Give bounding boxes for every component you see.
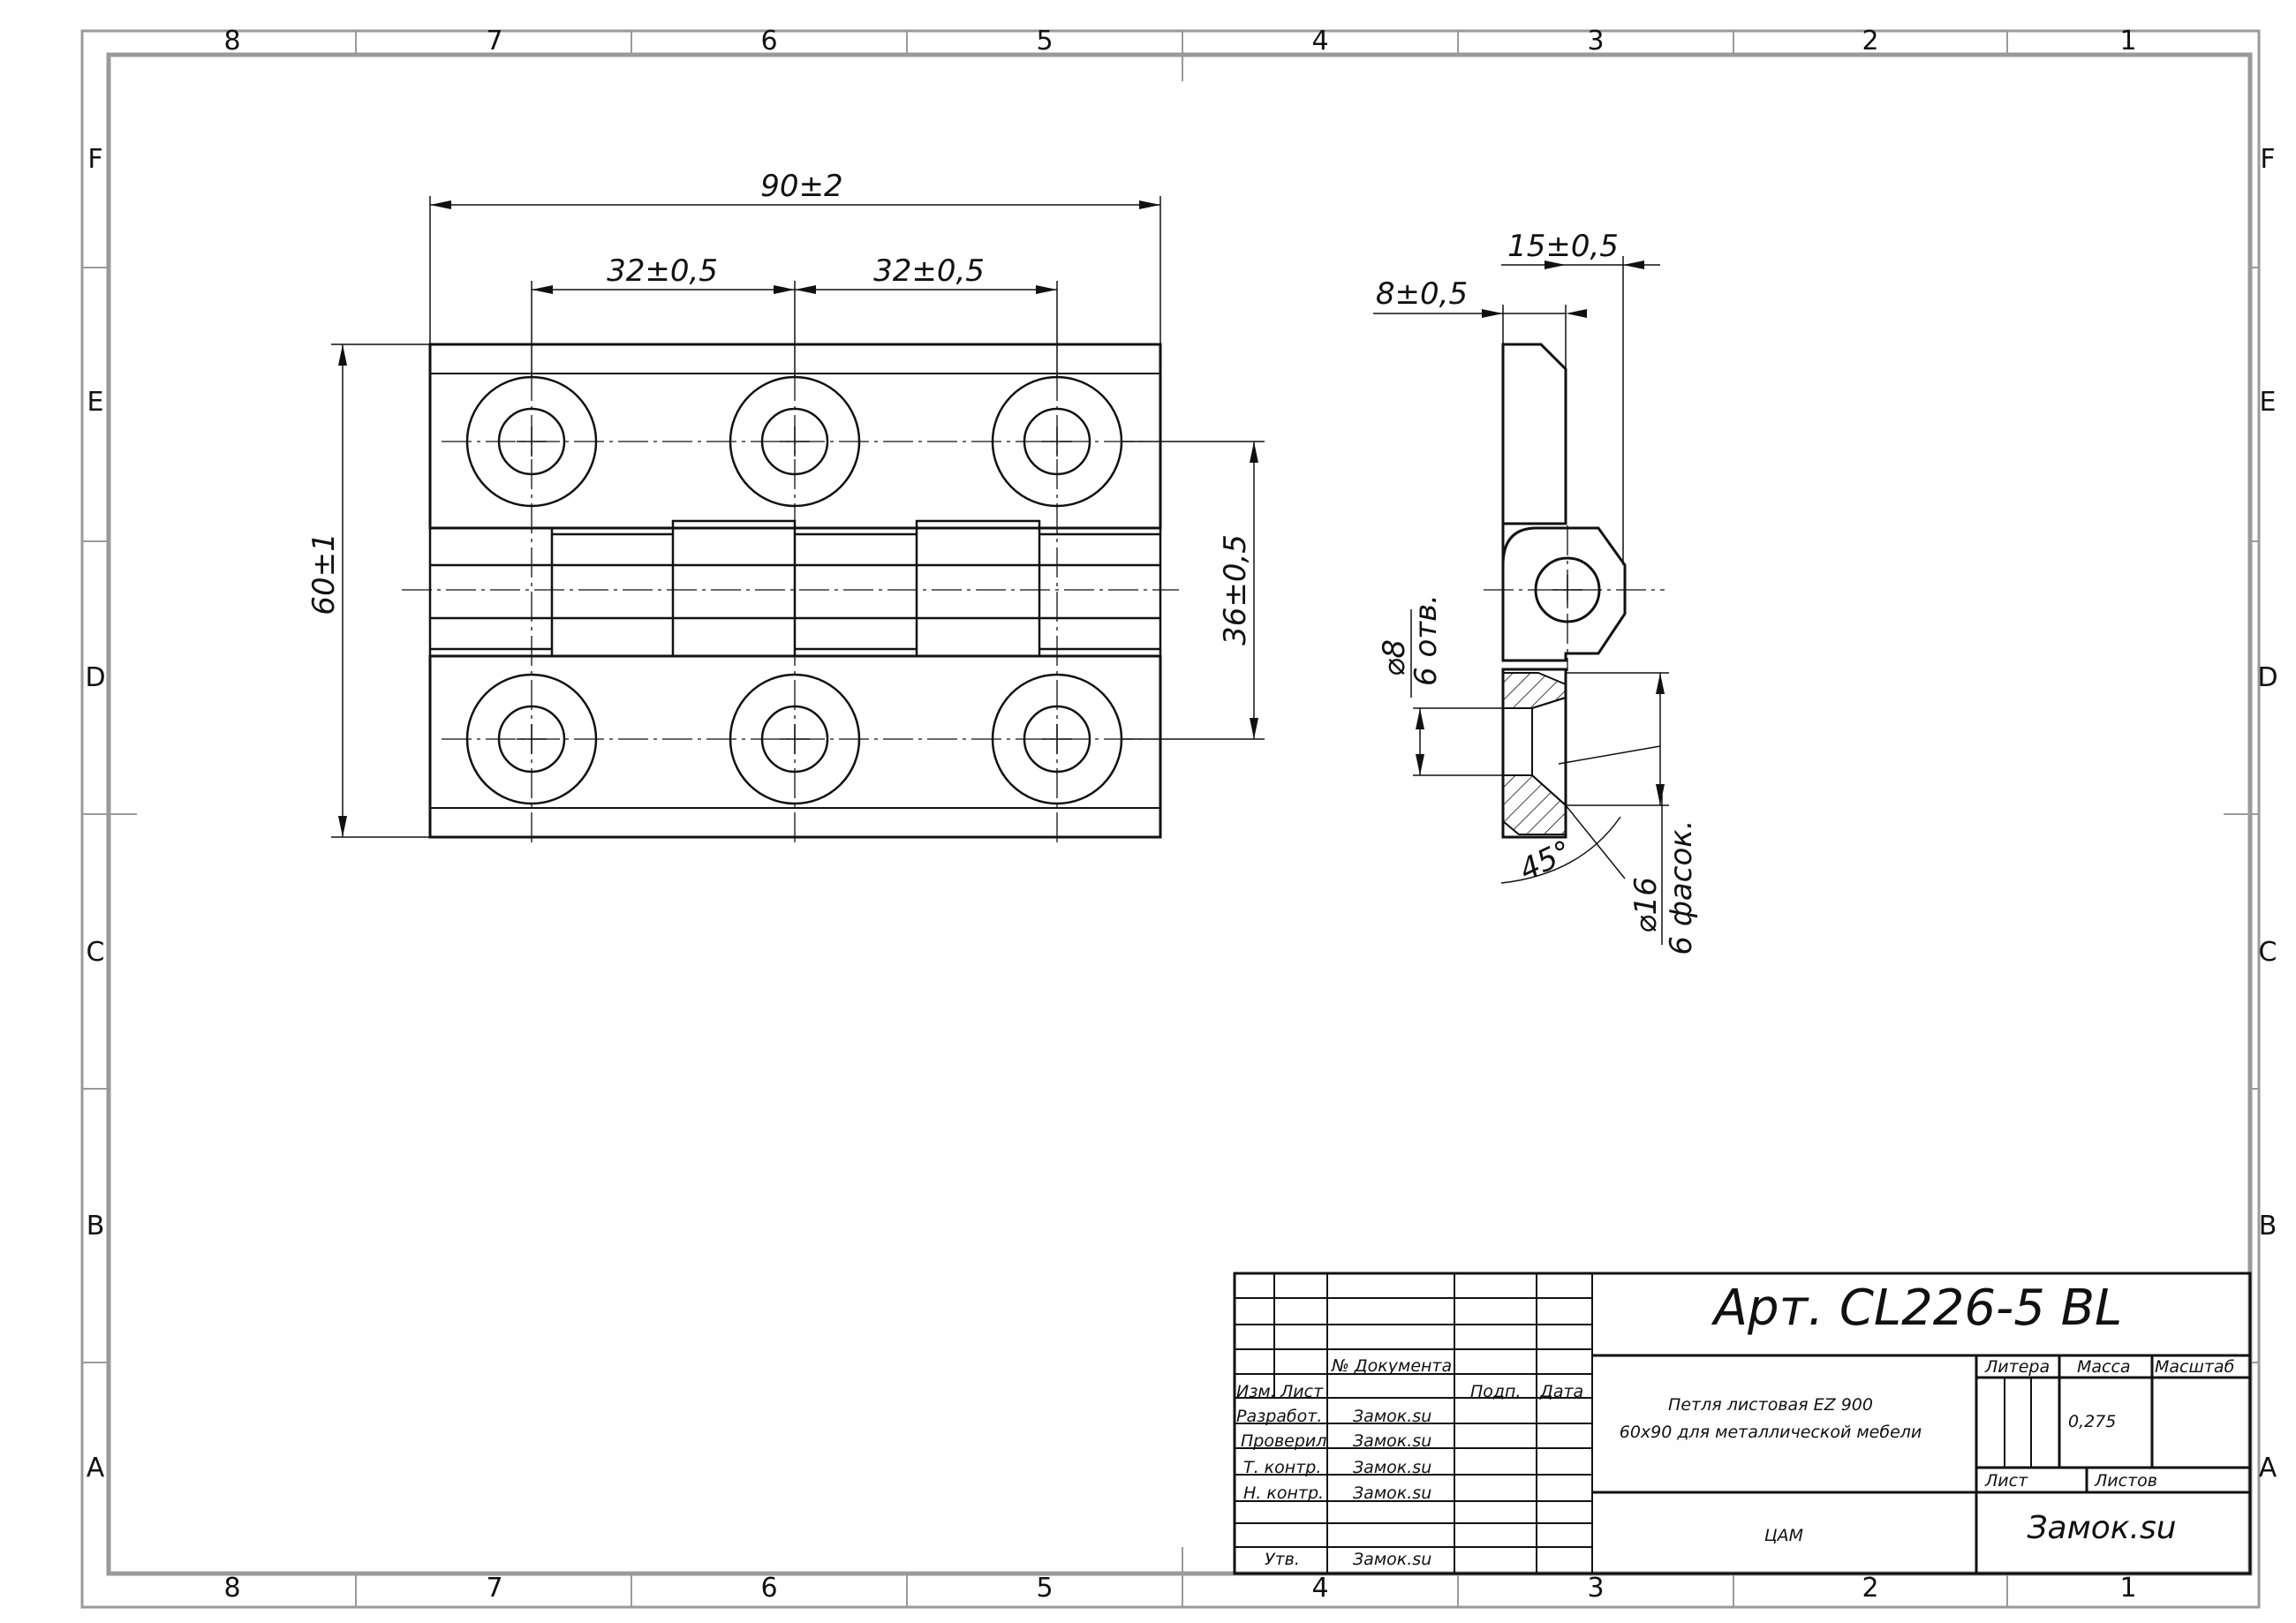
utv-label: Утв. [1265, 1550, 1300, 1569]
massa-header: Масса [2077, 1357, 2131, 1377]
zone-col-bottom-2: 2 [1862, 1573, 1878, 1604]
utv-author: Замок.su [1353, 1550, 1431, 1569]
drawing-frame [80, 29, 2261, 1609]
material: ЦАМ [1764, 1526, 1803, 1545]
mass-value: 0,275 [2068, 1412, 2116, 1431]
dim-hole-diameter: ⌀8 [1377, 639, 1412, 676]
front-view-dimensions: 90±2 32±0,5 32±0,5 60±1 36±0,5 [306, 169, 1265, 838]
zone-col-bottom-5: 5 [1036, 1573, 1053, 1604]
n-kontr-author: Замок.su [1353, 1483, 1431, 1503]
sheet-label: Лист [1984, 1471, 2028, 1491]
zone-row-left-F: F [87, 144, 102, 175]
razrab-author: Замок.su [1353, 1407, 1431, 1426]
doc-number-header: № Документа [1331, 1356, 1452, 1376]
description-line-1: Петля листовая EZ 900 [1668, 1395, 1873, 1415]
zone-row-right-A: A [2259, 1453, 2277, 1483]
zone-row-left-B: B [87, 1211, 105, 1242]
data-header: Дата [1539, 1382, 1583, 1401]
zone-col-top-6: 6 [760, 26, 777, 57]
dim-hole-pitch-right: 32±0,5 [873, 253, 985, 289]
zone-row-left-E: E [87, 387, 104, 418]
zone-row-left-C: C [87, 937, 105, 968]
zone-row-right-B: B [2259, 1211, 2277, 1242]
zone-row-right-D: D [2257, 662, 2277, 693]
dim-hole-count: 6 отв. [1409, 594, 1444, 686]
dim-side-plate: 8±0,5 [1376, 276, 1468, 312]
title-block-text: Арт. CL226-5 BL № Документа Изм. Лист По… [1236, 1280, 2235, 1569]
zone-col-top-8: 8 [223, 26, 240, 57]
izm-header: Изм. [1236, 1382, 1276, 1401]
zone-row-left-A: A [87, 1453, 105, 1483]
zone-col-bottom-4: 4 [1311, 1573, 1328, 1604]
description-line-2: 60х90 для металлической мебели [1620, 1423, 1922, 1442]
proveril-author: Замок.su [1353, 1431, 1431, 1451]
dim-chamfer-count: 6 фасок. [1664, 819, 1699, 955]
hinge-side-view [1484, 343, 1665, 839]
litera-header: Литера [1984, 1357, 2050, 1377]
dim-overall-width: 90±2 [760, 169, 842, 204]
zone-row-right-C: C [2259, 937, 2277, 968]
zone-col-bottom-6: 6 [760, 1573, 777, 1604]
dim-overall-height: 60±1 [306, 532, 342, 615]
zone-col-bottom-7: 7 [486, 1573, 502, 1604]
dim-hole-row-distance: 36±0,5 [1218, 534, 1253, 645]
article-title: Арт. CL226-5 BL [1711, 1280, 2123, 1337]
list-header: Лист [1280, 1382, 1324, 1401]
zone-col-top-1: 1 [2119, 26, 2136, 57]
sheets-label: Листов [2094, 1471, 2157, 1491]
zone-col-top-7: 7 [486, 26, 502, 57]
n-kontr-label: Н. контр. [1243, 1483, 1324, 1503]
company-name: Замок.su [2027, 1510, 2176, 1546]
razrab-label: Разработ. [1236, 1407, 1322, 1426]
hinge-front-view [402, 343, 1179, 848]
dim-hole-pitch-left: 32±0,5 [607, 253, 718, 289]
title-block [1233, 1272, 2252, 1575]
zone-col-top-2: 2 [1862, 26, 1878, 57]
podp-header: Подп. [1470, 1382, 1522, 1401]
zone-labels: 8 7 6 5 4 3 2 1 8 7 6 5 4 3 2 1 F E D C … [85, 26, 2277, 1604]
zone-col-top-5: 5 [1036, 26, 1053, 57]
zone-col-top-3: 3 [1587, 26, 1604, 57]
dim-side-total: 15±0,5 [1507, 229, 1619, 264]
dim-chamfer-diameter: ⌀16 [1628, 877, 1664, 933]
zone-col-bottom-8: 8 [223, 1573, 240, 1604]
zone-row-right-E: E [2260, 387, 2277, 418]
proveril-label: Проверил [1241, 1431, 1326, 1451]
zone-row-left-D: D [85, 662, 105, 693]
zone-row-right-F: F [2260, 144, 2275, 175]
masshtab-header: Масштаб [2155, 1357, 2235, 1377]
zone-col-top-4: 4 [1311, 26, 1328, 57]
t-kontr-author: Замок.su [1353, 1458, 1431, 1477]
zone-col-bottom-1: 1 [2119, 1573, 2136, 1604]
zone-col-bottom-3: 3 [1587, 1573, 1604, 1604]
t-kontr-label: Т. контр. [1243, 1458, 1321, 1477]
